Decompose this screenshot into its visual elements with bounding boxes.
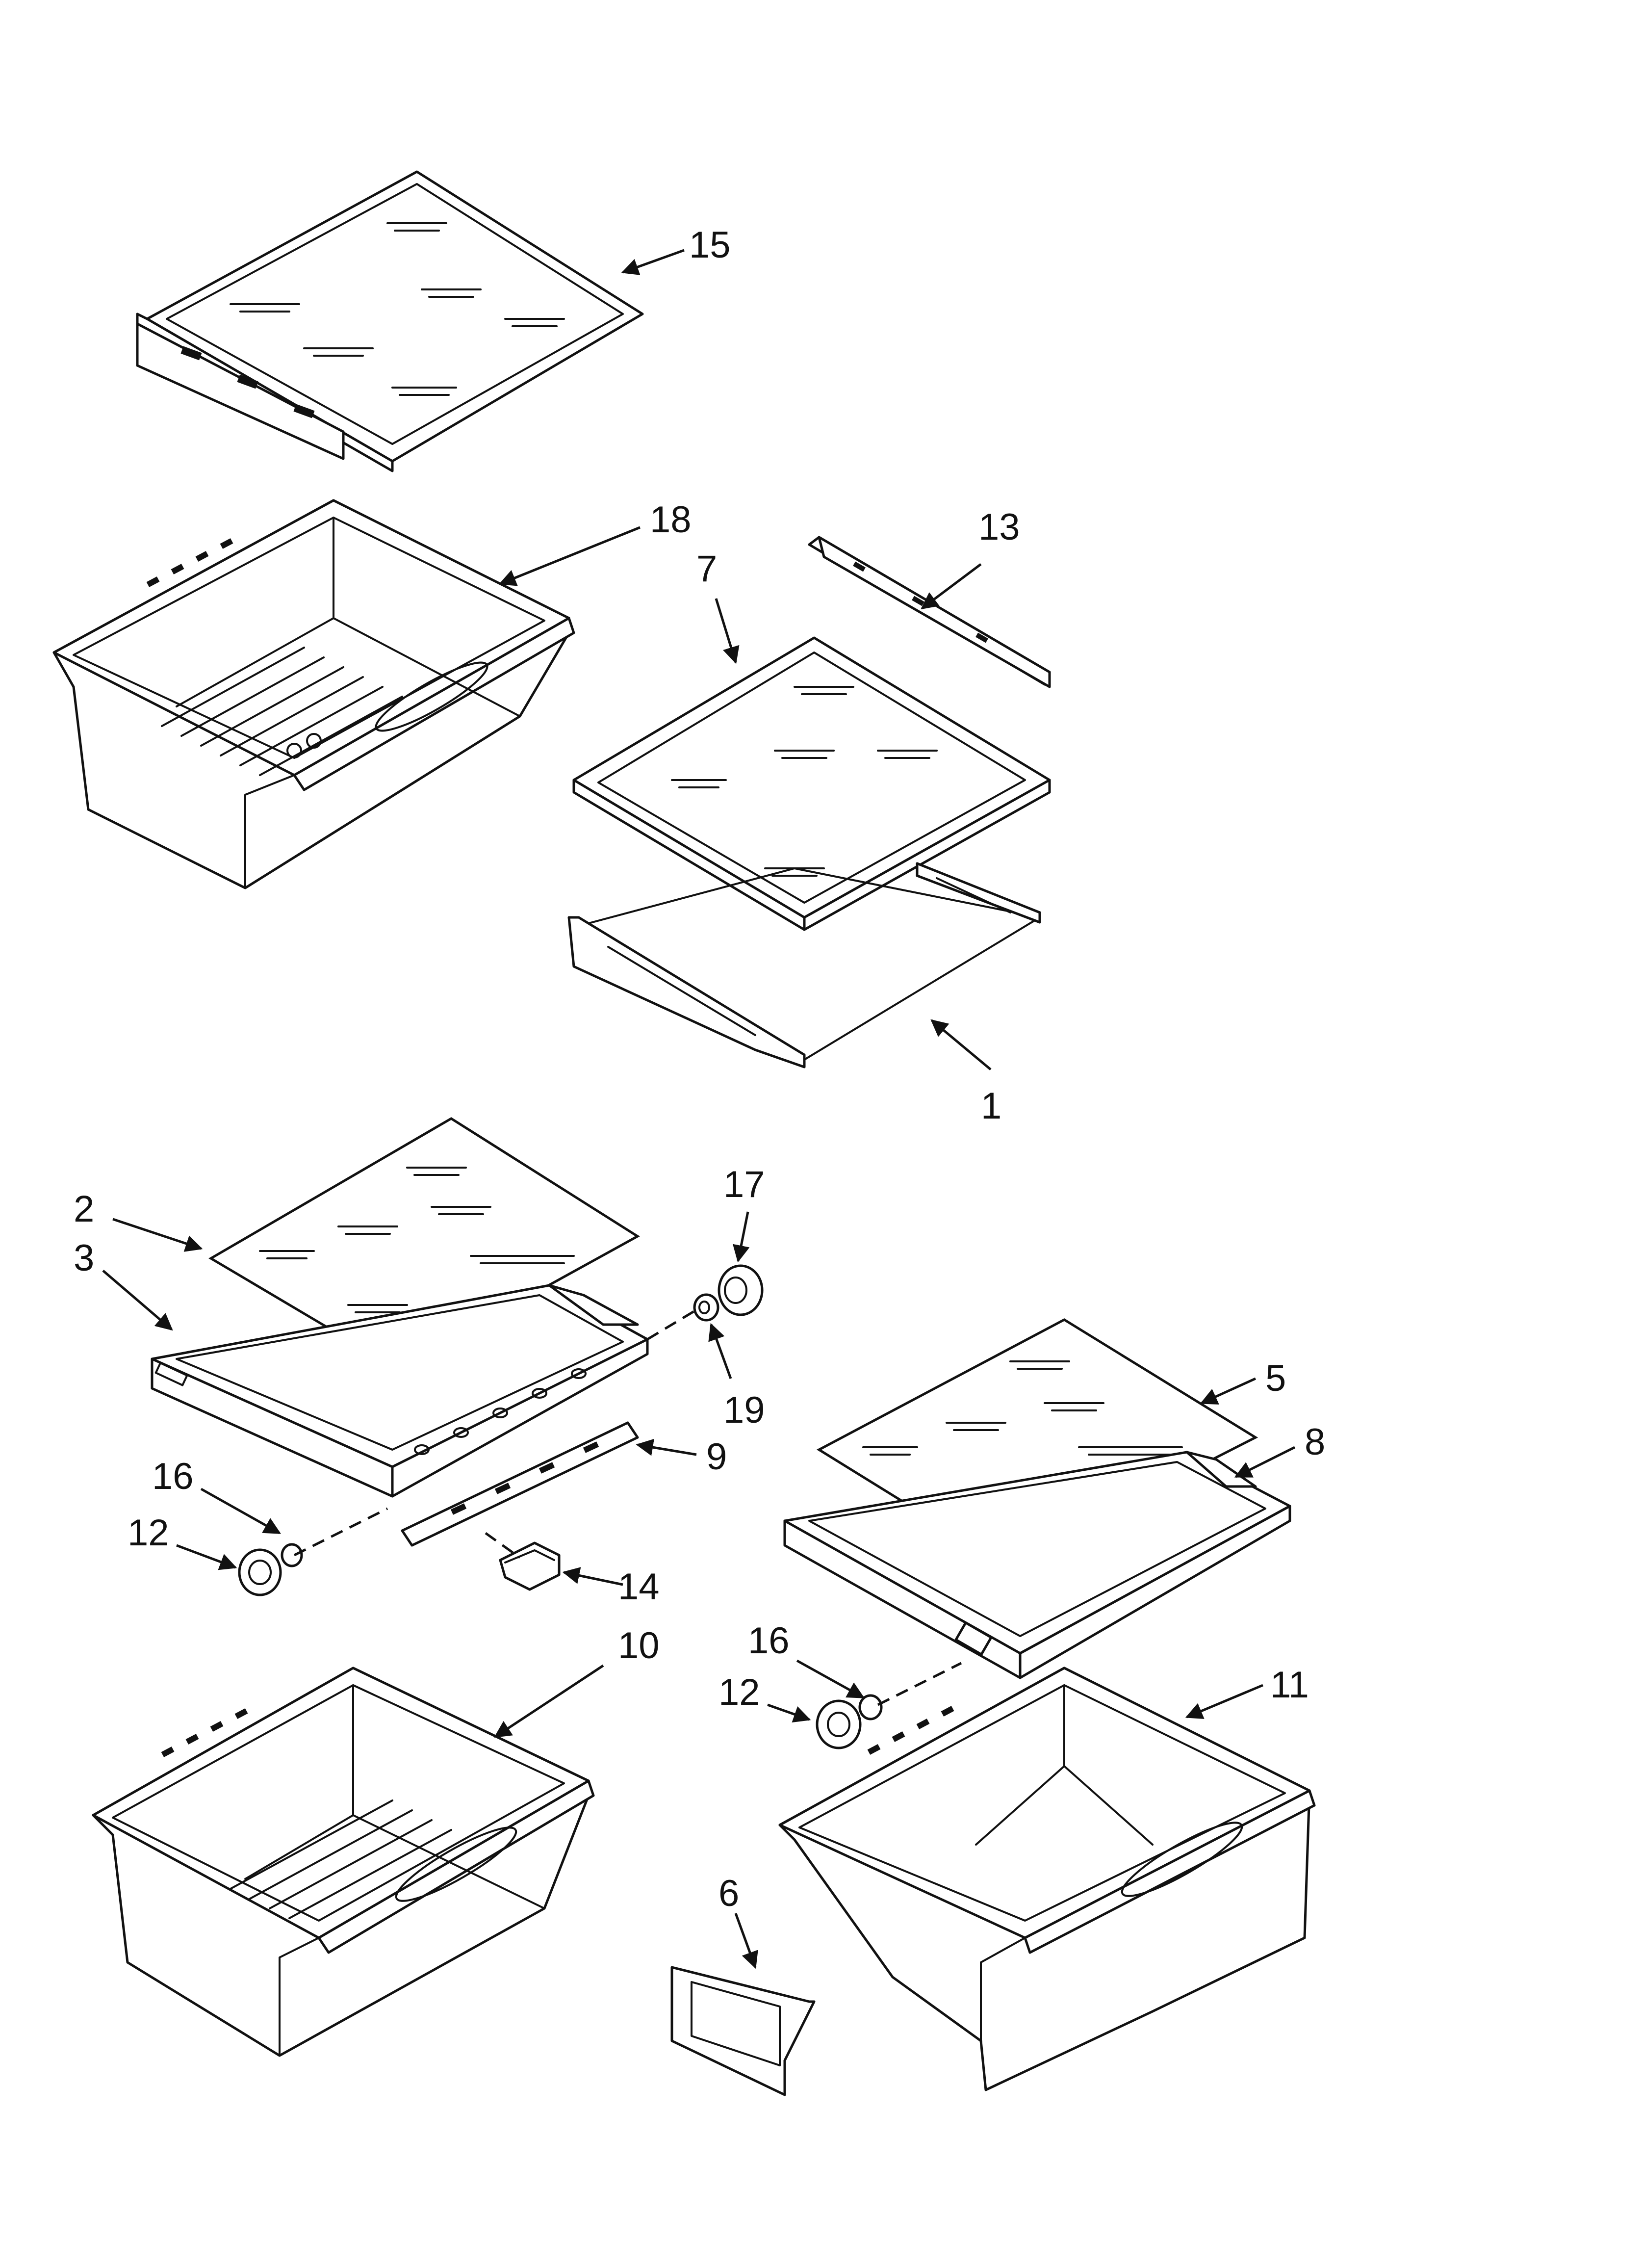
callout-3: 3 [74, 1237, 94, 1279]
part-3-shelf-frame [151, 1284, 649, 1498]
part-13-rear-rail [808, 536, 1051, 688]
callout-16-left: 16 [152, 1456, 194, 1497]
callout-19: 19 [723, 1389, 765, 1431]
part-17-knob [718, 1264, 764, 1316]
part-12-roller-left [238, 1548, 282, 1596]
callout-17: 17 [723, 1164, 765, 1205]
part-1-shelf-frame [567, 862, 1041, 1069]
part-15-glass-shelf [136, 170, 644, 472]
part-16-pin-right [858, 1694, 883, 1721]
callout-1: 1 [981, 1085, 1001, 1127]
callout-numbers: 15 18 7 13 1 2 3 17 19 9 16 12 14 10 5 8… [74, 224, 1325, 1914]
callout-11: 11 [1270, 1664, 1309, 1706]
callout-12-right: 12 [718, 1671, 760, 1713]
part-8-shelf-frame [783, 1451, 1291, 1679]
callout-2: 2 [74, 1188, 94, 1230]
callout-7: 7 [696, 548, 717, 590]
part-10-drawer [92, 1667, 595, 2057]
part-14-clip [499, 1541, 561, 1591]
callout-10: 10 [618, 1625, 660, 1667]
callout-8: 8 [1305, 1421, 1325, 1463]
callout-15: 15 [689, 224, 731, 266]
part-12-roller-right [816, 1699, 862, 1749]
part-11-drawer [778, 1667, 1316, 2091]
callout-13: 13 [978, 506, 1020, 548]
callout-18: 18 [650, 499, 692, 541]
leader-arrows [102, 249, 1296, 1969]
assembly-dashed-lines [293, 1308, 962, 1706]
part-6-label-holder [670, 1966, 816, 2096]
part-7-glass-shelf [572, 636, 1051, 931]
part-19-screw [693, 1293, 719, 1322]
part-18-crisper-drawer [52, 499, 575, 889]
part-16-pin-left [281, 1543, 303, 1567]
callout-16-right: 16 [748, 1620, 790, 1662]
part-9-bracket [401, 1421, 639, 1547]
callout-5: 5 [1265, 1357, 1286, 1399]
callout-14: 14 [618, 1566, 660, 1608]
callout-12-left: 12 [128, 1512, 169, 1554]
callout-6: 6 [718, 1873, 739, 1914]
callout-9: 9 [706, 1436, 727, 1478]
